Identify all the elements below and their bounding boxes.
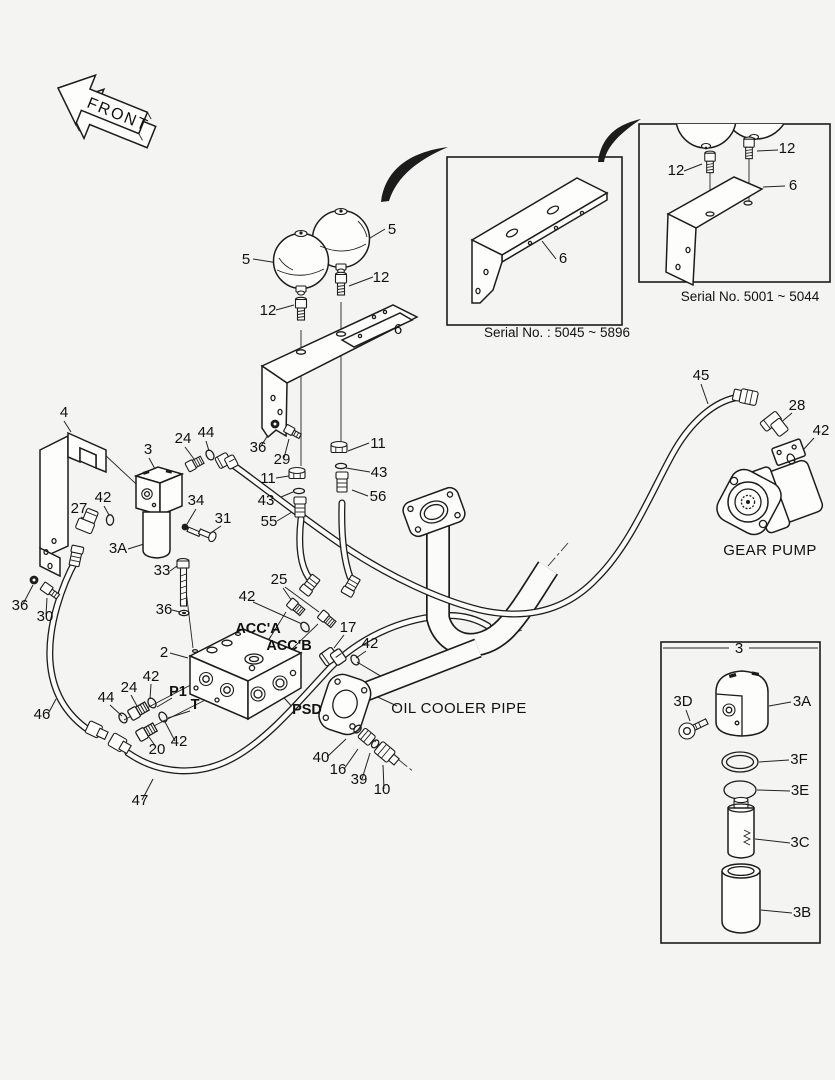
- accumulators: [272, 207, 371, 296]
- part-label-3c: 3C: [790, 834, 809, 851]
- part-label-46: 46: [34, 706, 51, 723]
- gear-pump: [716, 388, 824, 536]
- part-label-20: 20: [149, 741, 166, 758]
- part-label-39: 39: [351, 771, 368, 788]
- part-label-42: 42: [95, 489, 112, 506]
- block-port-fittings: [84, 696, 170, 755]
- filter-plug-3d: [678, 718, 709, 740]
- part-label-5: 5: [388, 221, 396, 238]
- part-label-40: 40: [313, 749, 330, 766]
- accumulator-bracket-6: [260, 304, 419, 439]
- elbow-28: [759, 411, 789, 437]
- part-label-25: 25: [271, 571, 288, 588]
- part-label-3: 3: [735, 640, 743, 657]
- part-label-44: 44: [198, 424, 215, 441]
- part-label-44: 44: [98, 689, 115, 706]
- part-label-17: 17: [340, 619, 357, 636]
- part-label-16: 16: [330, 761, 347, 778]
- part-label-31: 31: [215, 510, 232, 527]
- part-label-28: 28: [789, 397, 806, 414]
- part-label-36: 36: [12, 597, 29, 614]
- filter-assembly: [67, 448, 240, 617]
- bolt-12-right: [334, 271, 348, 296]
- part-label-p1: P1: [169, 684, 187, 700]
- part-label-30: 30: [37, 608, 54, 625]
- hose-46: [46, 556, 94, 735]
- part-label-27: 27: [71, 500, 88, 517]
- part-label-33: 33: [154, 562, 171, 579]
- part-label-psd: PSD: [292, 702, 322, 718]
- part-label-47: 47: [132, 792, 149, 809]
- part-label-3: 3: [144, 441, 152, 458]
- part-label-34: 34: [188, 492, 205, 509]
- part-label-42: 42: [813, 422, 830, 439]
- part-label-42: 42: [171, 733, 188, 750]
- part-label-11: 11: [260, 470, 276, 487]
- part-label-serial-no-5001-5044: Serial No. 5001 ~ 5044: [681, 289, 820, 304]
- part-label-12: 12: [779, 140, 796, 157]
- part-label-gear-pump: GEAR PUMP: [723, 542, 817, 559]
- part-label-42: 42: [239, 588, 256, 605]
- part-label-3f: 3F: [790, 751, 808, 768]
- manifold-block-2: [188, 628, 303, 721]
- part-label-55: 55: [261, 513, 278, 530]
- part-label-3a: 3A: [793, 693, 811, 710]
- part-label-56: 56: [370, 488, 387, 505]
- pipe-flange-psd: [318, 673, 372, 736]
- part-label-6: 6: [789, 177, 797, 194]
- part-label-oil-cooler-pipe: OIL COOLER PIPE: [391, 700, 527, 717]
- part-label-42: 42: [143, 668, 160, 685]
- part-label-43: 43: [371, 464, 388, 481]
- filter-bowl-3b: [721, 863, 761, 934]
- bolt-12-left: [294, 296, 308, 321]
- part-label-12: 12: [668, 162, 685, 179]
- part-label-36: 36: [156, 601, 173, 618]
- part-label-43: 43: [258, 492, 275, 509]
- inset-pointer-swooshes: [381, 119, 641, 202]
- inset-serial-5045-5896: [446, 156, 623, 326]
- filter-element-3c: [727, 796, 755, 859]
- hose-56: [338, 499, 354, 581]
- part-label-29: 29: [274, 451, 291, 468]
- part-label-4: 4: [60, 404, 68, 421]
- psd-plug-parts: [353, 724, 400, 766]
- inset-filter-detail: [660, 641, 821, 944]
- inset-serial-5001-5044: [638, 123, 831, 287]
- part-label-12: 12: [260, 302, 277, 319]
- hose-45-end-fitting: [731, 388, 759, 406]
- part-label-2: 2: [160, 644, 168, 661]
- part-label-5: 5: [242, 251, 250, 268]
- bracket-4: [39, 431, 107, 578]
- part-label-3e: 3E: [791, 782, 809, 799]
- part-label-3a: 3A: [109, 540, 127, 557]
- part-label-acc-a: ACC'A: [235, 621, 281, 637]
- part-label-12: 12: [373, 269, 390, 286]
- part-label-3b: 3B: [793, 904, 811, 921]
- part-label-11: 11: [370, 435, 386, 452]
- part-label-10: 10: [374, 781, 391, 798]
- part-label-24: 24: [175, 430, 192, 447]
- hose-55: [296, 515, 313, 582]
- part-label-6: 6: [559, 250, 567, 267]
- part-label-42: 42: [362, 635, 379, 652]
- part-label-serial-no-5045-5896: Serial No. : 5045 ~ 5896: [484, 325, 630, 340]
- small-fasteners: [29, 419, 302, 600]
- part-label-36: 36: [250, 439, 267, 456]
- oil-cooler-pipe: [318, 486, 559, 736]
- hose-45: [229, 393, 744, 618]
- part-label-acc-b: ACC'B: [266, 638, 311, 654]
- part-label-3d: 3D: [673, 693, 692, 710]
- front-arrow: FRONT: [56, 73, 157, 149]
- part-label-24: 24: [121, 679, 138, 696]
- part-label-6: 6: [394, 321, 402, 338]
- part-label-45: 45: [693, 367, 710, 384]
- part-label-t: T: [191, 697, 200, 713]
- pipe-flange-top: [402, 486, 466, 538]
